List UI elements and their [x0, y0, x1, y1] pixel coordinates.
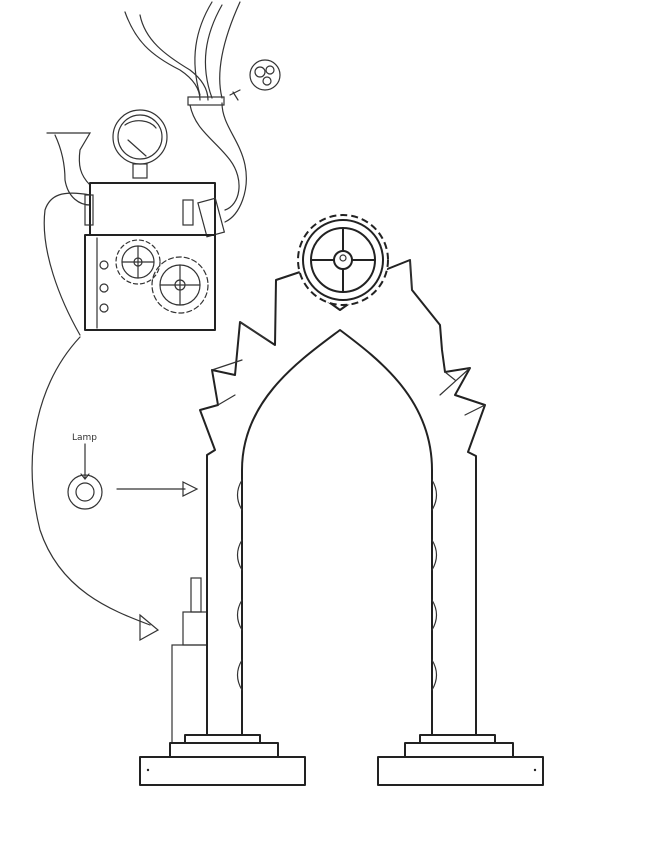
- gear-icon: [115, 239, 161, 285]
- gear-icon: [297, 214, 389, 306]
- lamp-symbol: Lamp: [67, 433, 199, 510]
- gear-icon: [151, 256, 209, 314]
- small-disc-icon: [249, 59, 281, 91]
- base-left: [139, 734, 306, 786]
- arch-lamps: [236, 479, 438, 691]
- steam-machine: [43, 109, 226, 336]
- pillar-device: [171, 577, 209, 746]
- arch: [199, 214, 486, 741]
- curved-arrow: [31, 336, 160, 642]
- hoses: [124, 1, 247, 223]
- base-right: [377, 734, 544, 786]
- lamp-label: Lamp: [72, 433, 97, 443]
